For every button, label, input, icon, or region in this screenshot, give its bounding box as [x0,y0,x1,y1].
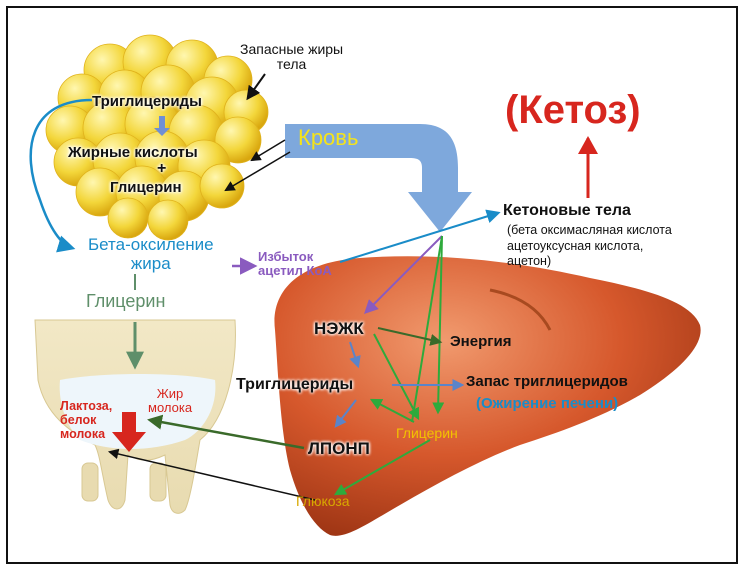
label-milk-fat: Жир молока [148,386,193,416]
fat-tissue-icon [45,34,269,241]
arrow-nefa-to-energy [377,327,443,346]
label-triglycerides-liver: Триглицериды [236,376,354,393]
label-glucose: Глюкоза [296,493,350,509]
arrow-glucose-to-udder [107,448,316,501]
arrow-vldl-to-milk-fat [147,414,305,450]
label-tg-storage: Запас триглицеридов [466,373,628,390]
label-lactose: Лактоза, белок молока [60,399,113,441]
label-energy: Энергия [450,333,512,350]
arrow-nefa-to-glycerol-liver [373,333,420,421]
label-blood: Кровь [298,125,359,150]
label-plus: + [157,160,167,177]
arrow-glycerol-to-glucose [333,439,431,496]
fat-cell [147,199,189,241]
arrow-storage-to-tg [246,73,266,101]
fat-cell [199,163,245,209]
arrow-blood-to-glycerol [224,151,291,192]
arrow-acetyl-to-ketone [339,209,501,263]
arrow-glycerol-to-tg-liver [369,398,415,423]
arrow-tg-to-beta-oxidation [29,98,93,253]
arrow-lactose-down [112,412,146,452]
frame [6,6,738,564]
arrow-blood-to-nefa [364,235,443,314]
arrow-blood-to-fatty-acids [250,139,286,162]
fat-cell [107,197,149,239]
label-triglycerides-top: Триглицериды [92,93,202,110]
label-nefa: НЭЖК [314,319,364,338]
label-storage-fat: Запасные жиры тела [240,41,344,73]
label-fatty-acids: Жирные кислоты [68,144,198,161]
label-ketone-note: (бета оксимасляная кислота ацетоуксусная… [507,223,672,269]
label-vldl: ЛПОНП [308,439,370,458]
label-glycerol-liver: Глицерин [396,425,458,441]
label-ketone-bodies: Кетоновые тела [503,202,631,219]
arrow-blood-to-glycerol-liver [432,235,445,415]
ketosis-arrowhead [578,136,598,154]
label-glycerol-top: Глицерин [110,179,182,196]
label-beta-oxidation: Бета-оксиление жира [88,235,214,273]
arrow-tg-liver-to-vldl [334,399,357,428]
label-fatty-liver: (Ожирение печени) [476,395,619,412]
arrow-tg-to-fatty-acids [154,116,170,136]
liver-icon [274,256,701,536]
blood-flow-arrow [285,124,472,232]
arrow-blood-to-glucose [411,235,443,423]
fat-cell [214,116,262,164]
label-ketosis: (Кетоз) [505,88,641,132]
arrow-nefa-to-tg-liver [349,341,361,369]
label-excess-acetyl: Избыток ацетил КоА [258,249,332,279]
label-glycerol-left: Глицерин [86,291,166,311]
